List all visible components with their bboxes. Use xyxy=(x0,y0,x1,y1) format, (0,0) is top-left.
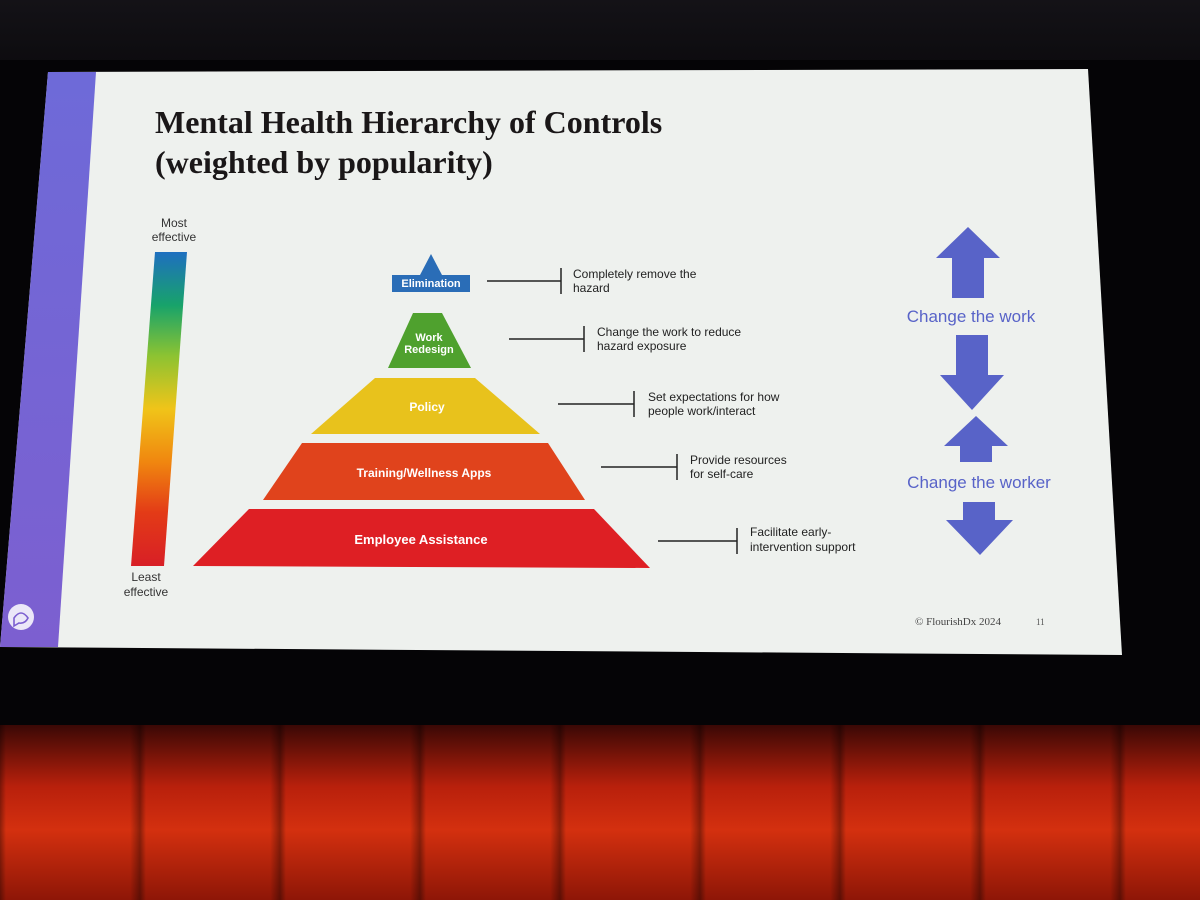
pyramid-shape-employee-assistance xyxy=(193,509,650,568)
description-text: Provide resources xyxy=(690,453,787,467)
pyramid-shape-policy xyxy=(311,378,540,434)
description-text: Set expectations for how xyxy=(648,390,780,404)
pyramid-level-policy: Policy xyxy=(311,378,540,434)
pyramid-label: Elimination xyxy=(401,278,461,290)
connector-elimination xyxy=(487,268,562,294)
descriptions: Completely remove the hazard Change the … xyxy=(573,267,856,554)
pyramid-shape-training xyxy=(263,443,585,500)
connector-training xyxy=(601,454,678,480)
slide-title-line1: Mental Health Hierarchy of Controls xyxy=(155,104,662,140)
pyramid-label: Training/Wellness Apps xyxy=(357,466,492,480)
scale-top-label-line2: effective xyxy=(152,230,197,244)
arrow-up-icon xyxy=(936,227,1000,298)
pyramid-label: Work xyxy=(415,332,443,344)
pyramid-label: Employee Assistance xyxy=(354,532,487,547)
pyramid-level-elimination: Elimination xyxy=(392,254,470,292)
connector-employee-assistance xyxy=(658,528,738,554)
pyramid-level-work-redesign: Work Redesign xyxy=(388,313,471,368)
ceiling xyxy=(0,0,1200,70)
change-arrows: Change the work Change the worker xyxy=(907,227,1051,555)
arrow-up-icon xyxy=(944,416,1008,462)
description-text: intervention support xyxy=(750,540,856,554)
pyramid-level-employee-assistance: Employee Assistance xyxy=(193,509,650,568)
flourishdx-logo xyxy=(8,604,34,630)
description-text: Completely remove the xyxy=(573,267,697,281)
scale-bottom-label-line1: Least xyxy=(131,570,161,584)
pyramid-level-training: Training/Wellness Apps xyxy=(263,443,585,500)
scale-bottom-label-line2: effective xyxy=(124,585,169,599)
scale-top-label-line1: Most xyxy=(161,216,188,230)
description-text: for self-care xyxy=(690,467,754,481)
pyramid-label: Redesign xyxy=(404,344,454,356)
slide-surface xyxy=(0,69,1122,655)
connector-work-redesign xyxy=(509,326,585,352)
arrow-down-icon xyxy=(940,335,1004,410)
connector-policy xyxy=(558,391,635,417)
description-text: hazard xyxy=(573,281,610,295)
pyramid-shape-work-redesign xyxy=(388,313,471,368)
change-work-label: Change the work xyxy=(907,307,1036,326)
pyramid-label: Policy xyxy=(409,400,445,414)
connectors xyxy=(487,268,738,554)
effectiveness-scale-bar xyxy=(131,252,187,566)
arrow-down-icon xyxy=(946,502,1013,555)
description-text: Change the work to reduce xyxy=(597,325,741,339)
pyramid: Elimination Work Redesign Policy Trainin… xyxy=(193,254,650,568)
stage-curtain xyxy=(0,725,1200,900)
description-text: people work/interact xyxy=(648,404,756,418)
slide-accent-band xyxy=(0,72,96,647)
slide-title-line2: (weighted by popularity) xyxy=(155,144,493,180)
page-number: 11 xyxy=(1036,617,1045,627)
description-text: Facilitate early- xyxy=(750,525,831,539)
change-worker-label: Change the worker xyxy=(907,473,1051,492)
description-text: hazard exposure xyxy=(597,339,687,353)
footer-copyright: © FlourishDx 2024 xyxy=(915,616,1001,628)
pyramid-shape-elimination xyxy=(392,254,470,292)
